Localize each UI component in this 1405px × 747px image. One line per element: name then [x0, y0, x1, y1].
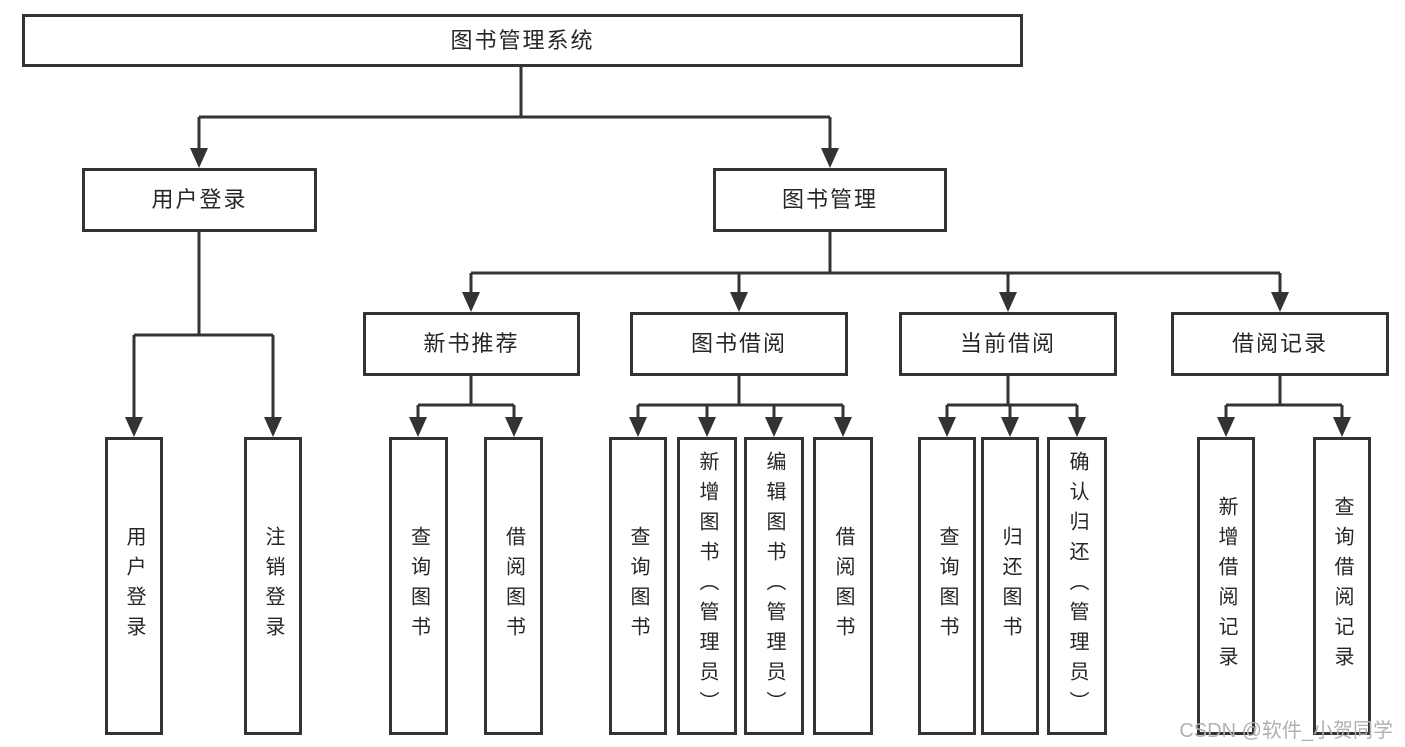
leaf-borrow-edit-book-admin: 编辑图书（管理员）	[744, 437, 804, 735]
node-label: 图书管理系统	[450, 27, 595, 53]
leaf-borrow-query-book: 查询图书	[609, 437, 667, 735]
node-label: 图书借阅	[690, 331, 787, 356]
leaf-current-return-book: 归还图书	[981, 437, 1039, 735]
leaf-label: 归还图书	[999, 526, 1021, 646]
node-user-login: 用户登录	[82, 168, 317, 232]
leaf-label: 用户登录	[123, 526, 145, 646]
node-book-borrow: 图书借阅	[630, 312, 848, 376]
leaf-newbook-borrow-book: 借阅图书	[484, 437, 543, 735]
arrowheads	[125, 148, 1351, 437]
node-label: 图书管理	[781, 187, 878, 212]
node-label: 新书推荐	[423, 331, 520, 356]
leaf-borrow-borrow-book: 借阅图书	[813, 437, 873, 735]
watermark: CSDN @软件_小贺同学	[1179, 720, 1393, 742]
leaf-label: 注销登录	[262, 526, 284, 646]
node-label: 借阅记录	[1231, 331, 1328, 356]
leaf-current-query-book: 查询图书	[918, 437, 976, 735]
leaf-label: 新增图书（管理员）	[696, 451, 718, 721]
leaf-label: 确认归还（管理员）	[1066, 451, 1088, 721]
node-new-book-recommend: 新书推荐	[363, 312, 580, 376]
leaf-record-add: 新增借阅记录	[1197, 437, 1255, 735]
leaf-label: 查询借阅记录	[1331, 496, 1353, 676]
node-current-borrow: 当前借阅	[899, 312, 1117, 376]
leaf-label: 查询图书	[407, 526, 430, 646]
node-borrow-record: 借阅记录	[1171, 312, 1389, 376]
leaf-newbook-query-book: 查询图书	[389, 437, 448, 735]
leaf-label: 查询图书	[936, 526, 958, 646]
leaf-label: 借阅图书	[502, 526, 525, 646]
node-label: 当前借阅	[959, 331, 1056, 356]
leaf-label: 编辑图书（管理员）	[763, 451, 785, 721]
leaf-current-confirm-return-admin: 确认归还（管理员）	[1047, 437, 1107, 735]
leaf-label: 新增借阅记录	[1215, 496, 1237, 676]
leaf-record-query: 查询借阅记录	[1313, 437, 1371, 735]
leaf-label: 查询图书	[627, 526, 649, 646]
node-root: 图书管理系统	[22, 14, 1023, 67]
leaf-logout: 注销登录	[244, 437, 302, 735]
node-book-management: 图书管理	[713, 168, 947, 232]
node-label: 用户登录	[151, 187, 248, 212]
leaf-user-login: 用户登录	[105, 437, 163, 735]
leaf-borrow-add-book-admin: 新增图书（管理员）	[677, 437, 737, 735]
leaf-label: 借阅图书	[832, 526, 854, 646]
